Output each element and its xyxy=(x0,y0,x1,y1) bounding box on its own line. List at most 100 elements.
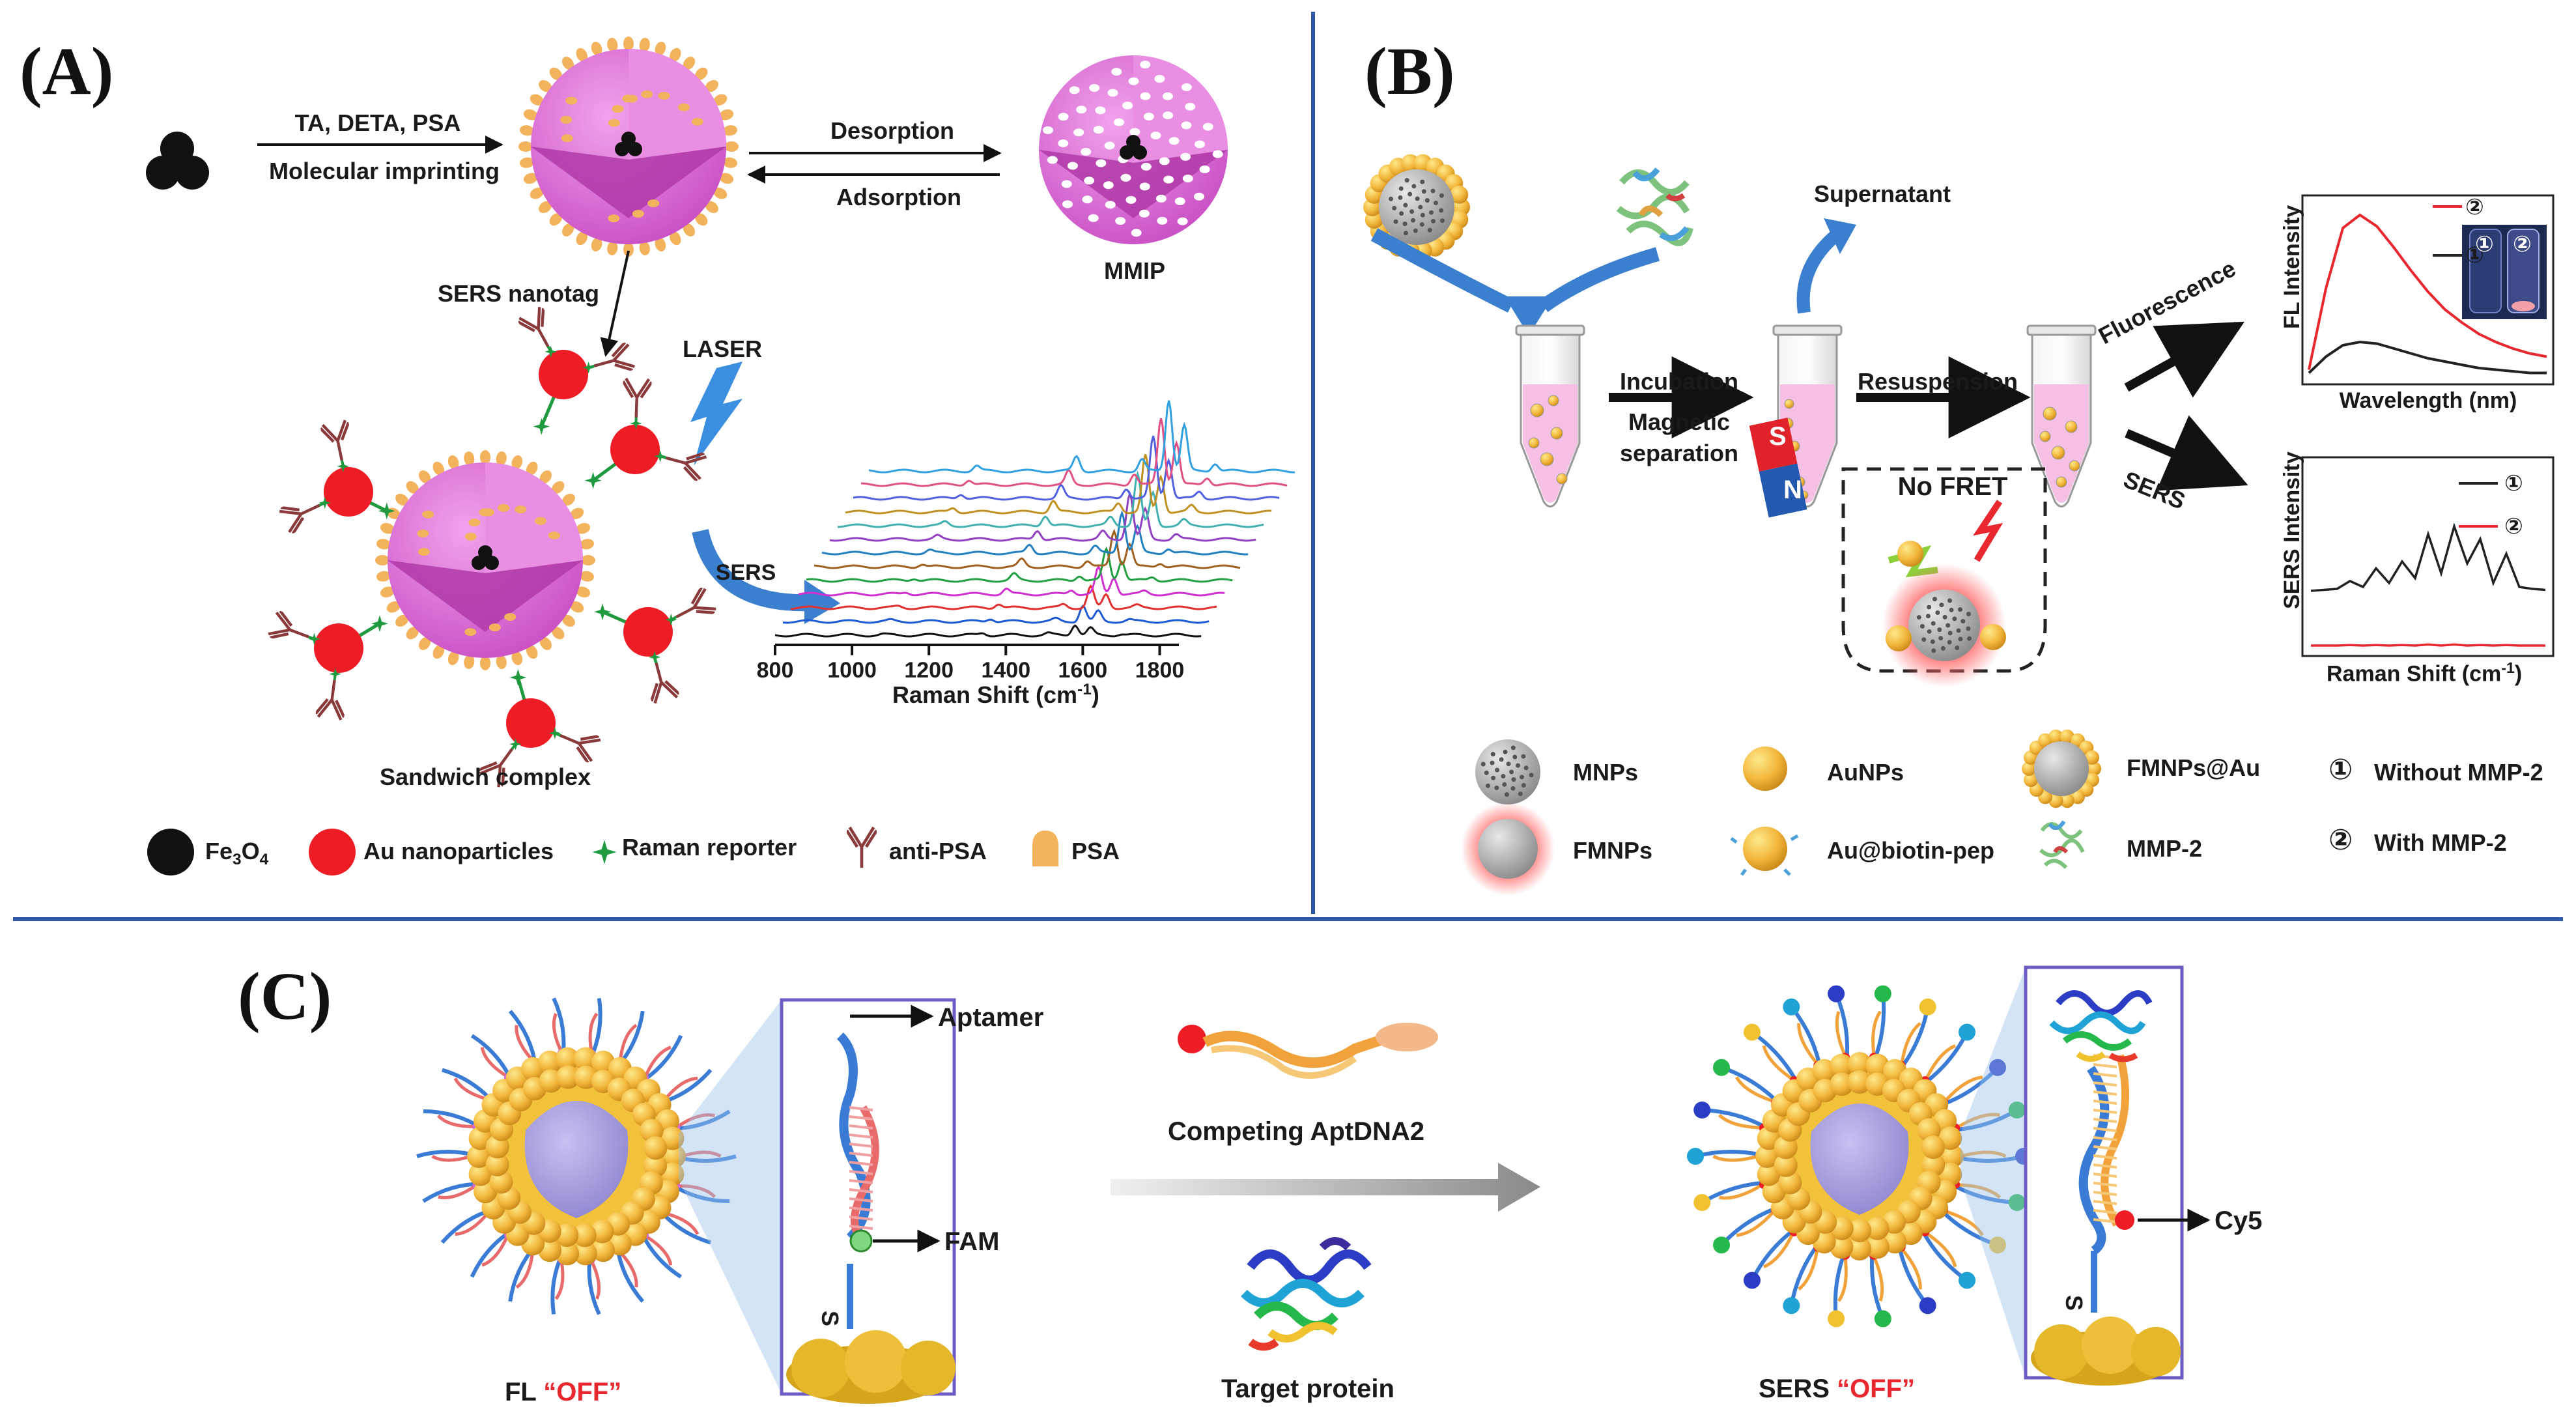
psa-bump xyxy=(464,451,475,466)
gold-shell xyxy=(1755,1145,1779,1168)
inset-label-1: ① xyxy=(2475,232,2494,257)
psa-bump xyxy=(548,531,560,539)
imprint-hole xyxy=(1058,113,1069,121)
psa-bump xyxy=(623,36,634,51)
psa-bump xyxy=(488,623,501,632)
psa-bump xyxy=(406,627,419,640)
fret-particle xyxy=(1882,541,2006,687)
imprint-hole xyxy=(1081,148,1092,156)
psa-bump xyxy=(526,461,538,476)
sers-xlabel: Raman Shift (cm-1) xyxy=(2327,659,2522,687)
o-text: O xyxy=(241,838,260,864)
legend-au: Au nanoparticles xyxy=(363,838,554,864)
imprint-hole xyxy=(1139,209,1150,218)
fluorescence-arrow xyxy=(2124,321,2244,398)
raman-spectrum xyxy=(861,418,1288,487)
gold-shell xyxy=(1830,1072,1854,1096)
psa-bump xyxy=(561,493,575,506)
fl-legend-2: ② xyxy=(2465,195,2484,220)
psa-bump xyxy=(705,201,718,214)
psa-bump xyxy=(713,188,728,199)
psa-bump xyxy=(496,655,507,669)
imprint-hole xyxy=(1195,140,1206,149)
gold-shell xyxy=(556,1242,580,1266)
gold-shell xyxy=(537,1050,561,1074)
magnet-n-label: N xyxy=(1783,476,1802,504)
imprint-hole xyxy=(1199,165,1210,174)
psa-bump xyxy=(386,601,401,613)
sers-nanotag-label: SERS nanotag xyxy=(438,280,600,307)
imprint-hole xyxy=(1122,101,1133,109)
transition-arrow xyxy=(1111,1163,1540,1212)
key-with: With MMP-2 xyxy=(2374,829,2507,856)
antibody xyxy=(517,306,561,353)
gold-shell xyxy=(660,1126,685,1150)
raman-tick-label: 1000 xyxy=(827,658,877,683)
panel-c-art xyxy=(416,965,2211,1404)
psa-bump xyxy=(552,481,565,494)
fam-label: FAM xyxy=(944,1227,1000,1256)
psa-bump xyxy=(565,96,578,105)
reagents-label: TA, DETA, PSA xyxy=(294,109,461,136)
raman-tick-label: 1400 xyxy=(981,658,1031,683)
psa-bump xyxy=(432,645,444,659)
psa-bump xyxy=(639,38,650,52)
fe3o4-glyph xyxy=(147,829,194,876)
psa-bump xyxy=(539,79,552,93)
psa-bump xyxy=(464,532,477,541)
vertical-divider xyxy=(1311,12,1315,914)
raman-axis-title: Raman Shift (cm-1) xyxy=(892,681,1099,709)
gold-shell xyxy=(1865,1235,1890,1259)
tube-particle xyxy=(1540,452,1554,466)
laser-label: LASER xyxy=(683,335,763,362)
nanotag-arrow xyxy=(600,250,630,357)
key-without: Without MMP-2 xyxy=(2374,759,2543,786)
sers-arrow-label: SERS xyxy=(715,560,776,585)
antibody xyxy=(268,610,314,650)
au-nanoparticle xyxy=(539,350,588,399)
fl-curve-without-mmp2 xyxy=(2308,340,2547,375)
imprint-hole xyxy=(1150,132,1161,140)
competing-aptdna2 xyxy=(1178,1023,1438,1079)
au-shell-particle xyxy=(2084,750,2099,765)
separation-label: separation xyxy=(1619,440,1739,466)
gold-shell xyxy=(1848,1219,1872,1242)
psa-bump xyxy=(376,539,391,550)
fl-curve-with-mmp2 xyxy=(2308,213,2547,370)
psa-bump xyxy=(561,57,574,70)
fl-word: FL xyxy=(505,1378,537,1406)
no-fret-label: No FRET xyxy=(1897,472,2008,501)
target-protein xyxy=(1241,1237,1372,1351)
raman-spectrum xyxy=(806,546,1233,583)
psa-bump xyxy=(530,188,544,199)
imprint-hole xyxy=(1105,201,1116,209)
psa-bump xyxy=(580,539,594,550)
gold-shell xyxy=(573,1047,597,1071)
gold-shell xyxy=(556,1065,580,1089)
legend-reporter: Raman reporter xyxy=(622,834,797,861)
key-circle-2: ② xyxy=(2328,824,2353,856)
supernatant-label: Supernatant xyxy=(1814,180,1951,207)
imprint-hole xyxy=(1193,192,1204,201)
imprint-hole xyxy=(1104,141,1115,150)
template-trimer xyxy=(146,132,209,190)
psa-bump xyxy=(479,508,491,517)
incubation-label: Incubation xyxy=(1620,368,1738,395)
psa-bump xyxy=(639,241,650,255)
raman-spectrum xyxy=(821,510,1249,556)
psa-bump xyxy=(719,109,734,121)
raman-reporter xyxy=(533,418,550,435)
gold-shell xyxy=(573,1242,597,1266)
key-circle-1: ① xyxy=(2328,754,2353,786)
psa-bump xyxy=(395,614,409,627)
psa-bump xyxy=(518,141,533,152)
psa-bump xyxy=(591,237,602,252)
tube-1 xyxy=(1515,324,1585,507)
psa-bump xyxy=(576,231,587,246)
legend-psa: PSA xyxy=(1071,838,1120,864)
psa-bump xyxy=(376,571,391,582)
psa-bump xyxy=(570,601,584,613)
gold-shell xyxy=(485,1152,509,1176)
key-fmnps-au: FMNPs@Au xyxy=(2127,754,2261,781)
imprint-hole xyxy=(1067,162,1078,170)
